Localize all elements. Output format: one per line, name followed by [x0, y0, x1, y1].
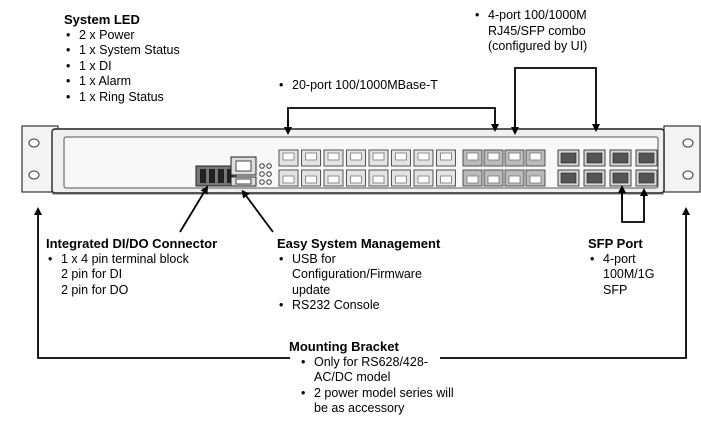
bracket-list: Only for RS628/428- AC/DC model 2 power …	[299, 355, 454, 417]
system-led-item: 1 x System Status	[64, 43, 180, 59]
sfp-port	[635, 149, 658, 167]
system-led-item: 1 x Alarm	[64, 74, 180, 90]
management-usb-line: Configuration/Firmware	[292, 267, 422, 282]
system-led-heading: System LED	[64, 12, 140, 27]
rj45-port	[483, 169, 504, 187]
dido-sub-do: 2 pin for DO	[61, 282, 129, 297]
sfp-port	[609, 149, 632, 167]
sfp-port	[557, 149, 580, 167]
bracket-callout: Mounting Bracket Only for RS628/428- AC/…	[289, 339, 454, 417]
rj45-port	[504, 149, 525, 167]
sfp-heading: SFP Port	[588, 236, 643, 251]
sfp-port	[609, 169, 632, 187]
management-usb-line: update	[292, 282, 331, 297]
bracket-accessory-line: be as accessory	[314, 401, 405, 416]
combo-ports-line: (configured by UI)	[488, 39, 588, 54]
rj45-port	[346, 169, 366, 187]
system-led-callout: System LED 2 x Power 1 x System Status 1…	[64, 12, 180, 106]
management-list: USB for Configuration/Firmware update RS…	[277, 252, 440, 314]
rj45-port	[391, 149, 411, 167]
copper-ports-bracket-arrow	[287, 107, 499, 132]
dido-list: 1 x 4 pin terminal block	[46, 252, 217, 268]
rj45-port	[525, 169, 546, 187]
mounting-bracket-right	[663, 125, 701, 193]
combo-ports-line: 4-port 100/1000M	[473, 8, 587, 24]
terminal-block	[195, 165, 237, 187]
rj45-port	[301, 169, 321, 187]
rj45-port	[436, 149, 456, 167]
sfp-callout: SFP Port 4-port 100M/1G SFP	[588, 236, 654, 298]
rj45-port	[301, 149, 321, 167]
system-led-item: 1 x DI	[64, 59, 180, 75]
dido-pointer-arrow	[179, 185, 209, 233]
bracket-right-arrow	[440, 207, 690, 359]
sfp-line: 100M/1G	[603, 267, 655, 282]
bracket-heading: Mounting Bracket	[289, 339, 399, 354]
system-led-list: 2 x Power 1 x System Status 1 x DI 1 x A…	[64, 28, 180, 106]
management-callout: Easy System Management USB for Configura…	[277, 236, 440, 314]
rj45-port	[323, 149, 344, 167]
sfp-list: 4-port 100M/1G SFP	[588, 252, 654, 299]
console-port	[230, 156, 257, 176]
rj45-port	[368, 169, 389, 187]
copper-ports-callout: 20-port 100/1000MBase-T	[277, 78, 438, 94]
copper-ports-list: 20-port 100/1000MBase-T	[277, 78, 438, 94]
sfp-item: 4-port 100M/1G SFP	[588, 252, 654, 299]
rj45-port	[323, 169, 344, 187]
sfp-bracket-arrow	[621, 188, 648, 223]
management-usb-line: USB for	[292, 251, 336, 266]
sfp-line: 4-port	[603, 251, 636, 266]
bracket-accessory-line: 2 power model series will	[314, 385, 454, 400]
dido-callout: Integrated DI/DO Connector 1 x 4 pin ter…	[46, 236, 217, 298]
rj45-port	[278, 149, 299, 167]
combo-ports-line: RJ45/SFP combo	[488, 23, 586, 38]
rj45-port	[368, 149, 389, 167]
sfp-port-array	[557, 149, 658, 187]
combo-ports-list: 4-port 100/1000M	[473, 8, 587, 24]
rj45-port	[413, 149, 434, 167]
bracket-item-model: Only for RS628/428- AC/DC model	[299, 355, 454, 386]
rj45-port	[504, 169, 525, 187]
bracket-model-line: AC/DC model	[314, 370, 391, 385]
bracket-item-accessory: 2 power model series will be as accessor…	[299, 386, 454, 417]
system-led-item: 2 x Power	[64, 28, 180, 44]
sfp-port	[635, 169, 658, 187]
rj45-port	[483, 149, 504, 167]
sfp-line: SFP	[603, 282, 628, 297]
management-item-rs232: RS232 Console	[277, 298, 440, 314]
dido-heading: Integrated DI/DO Connector	[46, 236, 218, 251]
sfp-port	[583, 149, 606, 167]
sfp-port	[557, 169, 580, 187]
rj45-port-array	[278, 149, 546, 187]
copper-ports-label: 20-port 100/1000MBase-T	[277, 78, 438, 94]
combo-ports-callout: 4-port 100/1000M RJ45/SFP combo (configu…	[473, 8, 587, 55]
management-heading: Easy System Management	[277, 236, 441, 251]
bracket-left-arrow	[34, 207, 290, 359]
rj45-port	[525, 149, 546, 167]
bracket-model-line: Only for RS628/428-	[314, 354, 428, 369]
dido-item: 1 x 4 pin terminal block	[46, 252, 217, 268]
usb-port	[230, 176, 257, 187]
management-item-usb: USB for Configuration/Firmware update	[277, 252, 440, 299]
rj45-port	[346, 149, 366, 167]
combo-ports-bracket-arrow	[514, 67, 600, 132]
system-led-item: 1 x Ring Status	[64, 90, 180, 106]
rj45-port	[462, 169, 483, 187]
dido-sub-di: 2 pin for DI	[61, 267, 123, 282]
management-pointer-arrow	[241, 189, 274, 233]
system-led-cluster	[259, 163, 272, 185]
rj45-port	[391, 169, 411, 187]
rj45-port	[413, 169, 434, 187]
rj45-port	[436, 169, 456, 187]
sfp-port	[583, 169, 606, 187]
rj45-port	[278, 169, 299, 187]
rj45-port	[462, 149, 483, 167]
